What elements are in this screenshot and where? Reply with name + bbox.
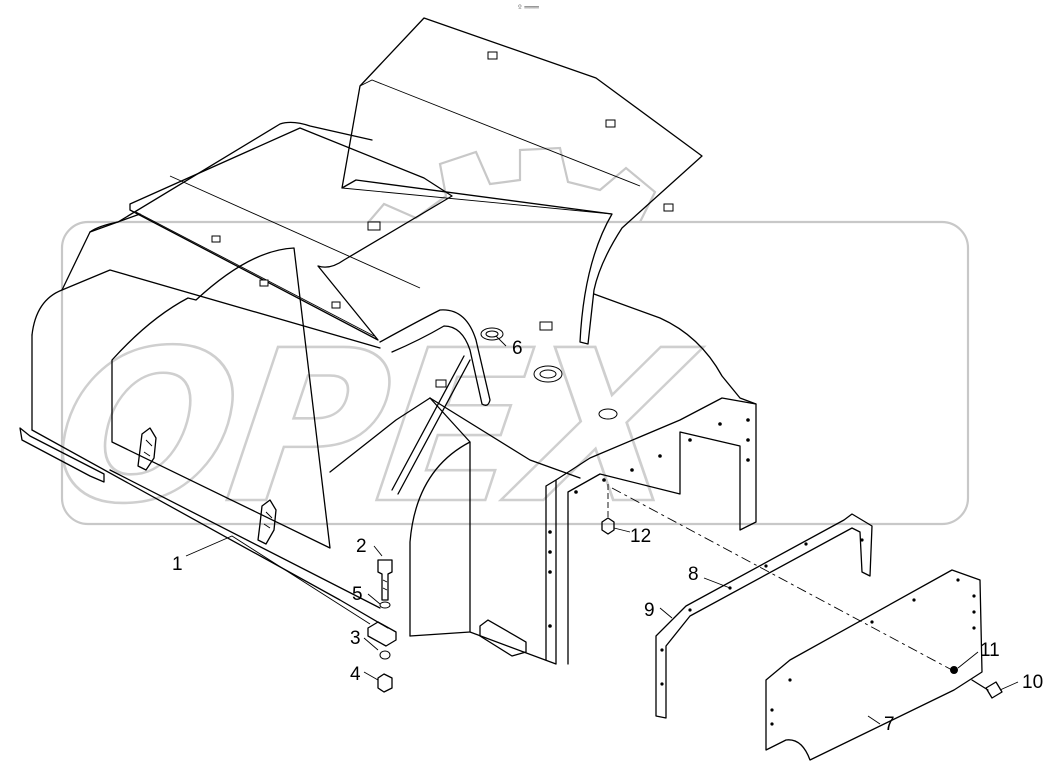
hood-front-corner: [409, 631, 471, 637]
left-top-lid: [129, 127, 453, 341]
watermark: OPEX: [39, 146, 970, 551]
watermark-text: OPEX: [41, 305, 710, 550]
callout-2: 2: [356, 536, 367, 557]
callout-10: 10: [1022, 672, 1043, 693]
washer-part-5: [379, 601, 391, 609]
filler-opening-inner: [539, 369, 557, 379]
hood-ridge-line-1: [61, 269, 381, 349]
raised-top-lid: [341, 17, 703, 345]
hood-rear-sill: [109, 469, 381, 609]
callout-11: 11: [980, 640, 1000, 661]
bracket-holes: [660, 538, 864, 686]
callout-3: 3: [350, 628, 361, 649]
top-grommet-6-inner: [485, 330, 499, 338]
lid-hinge-tab: [435, 379, 447, 388]
callout-12: 12: [630, 526, 651, 547]
hood-body: [19, 17, 757, 665]
door-lower-edge: [329, 397, 431, 473]
lid-hinge-arch: [379, 309, 491, 406]
cover-plate-part-7: [765, 569, 983, 761]
door-latch-right: [257, 499, 277, 545]
gas-strut-rod: [391, 355, 465, 491]
nut-part-12: [601, 517, 615, 535]
hood-right-upper-face: [429, 397, 581, 479]
lid-tab: [211, 235, 221, 243]
gas-strut: [397, 359, 471, 495]
hood-bottom-edge: [31, 429, 389, 629]
raised-lid-crease: [359, 79, 641, 187]
watermark-frame: [60, 220, 970, 526]
callout-5: 5: [352, 584, 363, 605]
callout-4: 4: [350, 664, 361, 685]
cover-plate-holes: [770, 578, 976, 726]
lid-hinge-tab: [367, 221, 381, 231]
callout-6: 6: [512, 338, 523, 359]
bolt-part-2: [377, 559, 393, 601]
right-mount-bracket: [479, 619, 527, 657]
hood-ridge-line-2: [89, 213, 141, 233]
lid-tab: [259, 279, 269, 287]
left-lid-inner-line: [135, 211, 375, 337]
lid-tab: [331, 301, 341, 309]
leader-lines: [185, 335, 1019, 725]
nut-part-4: [377, 673, 393, 693]
lid-hinge-tab: [539, 321, 553, 331]
lid-tab: [605, 119, 616, 128]
washer-part-11: [950, 666, 958, 674]
callout-9: 9: [644, 600, 655, 621]
header-mark: º ═══: [518, 3, 539, 12]
door-latch-left: [137, 427, 157, 471]
top-grommet: [598, 408, 618, 420]
assembly-centerline: [611, 487, 953, 671]
side-bracket-part-8-9: [655, 513, 873, 719]
end-face-holes: [548, 418, 750, 628]
fastener-stack: [367, 559, 397, 693]
screw-part-10: [971, 679, 1003, 699]
lid-tab: [663, 203, 674, 212]
lockwasher-part-3: [379, 650, 391, 660]
hood-end-face: [429, 397, 757, 665]
callout-8: 8: [688, 564, 699, 585]
hood-top-outline: [31, 121, 373, 336]
hood-right-top: [593, 293, 757, 405]
side-access-door: [111, 247, 331, 549]
plate-part-3: [367, 621, 397, 647]
raised-lid-edge: [341, 187, 613, 215]
hood-end-inner: [545, 479, 557, 661]
left-lid-crease: [169, 175, 421, 289]
lid-tab: [487, 51, 498, 60]
part-callouts: 1 2 5 3 4 6 12 8 9 11 10 7: [172, 338, 1043, 735]
callout-1: 1: [172, 554, 183, 575]
hood-front-lower: [409, 441, 471, 637]
left-mount-bracket: [19, 427, 105, 483]
callout-7: 7: [884, 714, 895, 735]
